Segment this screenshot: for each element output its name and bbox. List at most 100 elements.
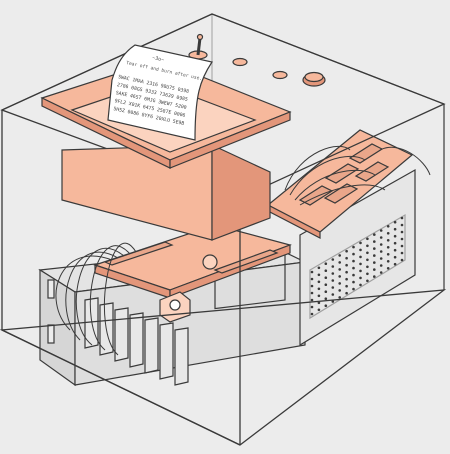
vent-hole	[379, 250, 383, 253]
vent-hole	[317, 294, 321, 298]
vent-hole	[331, 272, 335, 275]
vent-hole	[352, 266, 355, 270]
vent-hole	[400, 216, 404, 220]
vent-hole	[345, 270, 348, 274]
vent-hole	[310, 298, 314, 302]
vent-hole	[324, 290, 328, 294]
vent-hole	[345, 249, 348, 253]
vent-hole	[400, 230, 404, 234]
vent-hole	[324, 304, 328, 308]
vent-hole	[400, 251, 404, 255]
vent-hole	[386, 253, 390, 256]
vent-hole	[338, 289, 342, 292]
vent-hole	[331, 286, 335, 289]
vent-hole	[338, 268, 342, 271]
vent-hole	[338, 275, 342, 278]
vent-hole	[331, 279, 335, 282]
vent-hole	[366, 279, 369, 283]
vent-hole	[379, 243, 383, 246]
vent-hole	[317, 301, 321, 305]
vent-hole	[324, 297, 328, 301]
vent-hole	[386, 232, 390, 235]
vent-hole	[400, 258, 404, 262]
vent-hole	[373, 275, 376, 278]
vent-hole	[366, 272, 369, 276]
vent-hole	[352, 245, 355, 249]
vent-hole	[359, 262, 362, 266]
vent-hole	[324, 269, 328, 273]
vent-hole	[324, 283, 328, 287]
vent-hole	[393, 241, 397, 245]
vent-hole	[379, 229, 383, 232]
receipt-paper: ~3o~ Tear off and burn after use.	[107, 44, 213, 141]
vent-hole	[331, 265, 335, 268]
vent-hole	[310, 270, 314, 274]
push-buttons	[232, 57, 326, 87]
vent-hole	[366, 251, 369, 255]
vent-hole	[317, 280, 321, 284]
vent-hole	[379, 257, 383, 260]
vent-hole	[324, 276, 328, 280]
vent-hole	[393, 255, 397, 259]
vent-hole	[366, 265, 369, 269]
vent-hole	[373, 233, 376, 236]
vent-hole	[310, 305, 314, 309]
vent-hole	[345, 277, 348, 281]
vent-hole	[359, 283, 362, 287]
vent-hole	[366, 258, 369, 262]
vent-hole	[359, 255, 362, 259]
vent-hole	[345, 291, 348, 295]
vent-hole	[338, 261, 342, 264]
vent-hole	[352, 287, 355, 291]
vent-hole	[386, 267, 390, 270]
vent-hole	[379, 271, 383, 274]
vent-hole	[345, 284, 348, 288]
microcontroller-board	[93, 224, 292, 323]
vent-hole	[400, 223, 404, 227]
vent-hole	[310, 284, 314, 288]
vent-hole	[359, 248, 362, 252]
vent-holes	[310, 216, 404, 316]
vent-hole	[393, 234, 397, 238]
vent-hole	[386, 225, 390, 228]
vent-hole	[359, 269, 362, 273]
vent-hole	[310, 291, 314, 295]
receipt-header: ~3o~	[152, 55, 165, 63]
vent-hole	[331, 258, 335, 261]
vent-hole	[338, 254, 342, 257]
vent-hole	[352, 252, 355, 256]
vent-hole	[331, 300, 335, 303]
vent-hole	[366, 237, 369, 241]
vent-hole	[359, 241, 362, 245]
vent-hole	[317, 287, 321, 291]
toggle-switch	[188, 33, 208, 60]
vent-hole	[310, 277, 314, 281]
vent-hole	[317, 266, 321, 270]
ribbon-wires	[284, 145, 431, 206]
vent-hole	[373, 247, 376, 250]
vent-hole	[317, 308, 321, 312]
vent-hole	[393, 227, 397, 231]
vent-hole	[324, 262, 328, 266]
vent-hole	[373, 240, 376, 243]
vent-hole	[400, 244, 404, 248]
vent-hole	[338, 282, 342, 285]
vent-hole	[386, 260, 390, 263]
vent-hole	[317, 273, 321, 277]
vent-hole	[338, 296, 342, 299]
vent-hole	[379, 236, 383, 239]
vent-hole	[345, 256, 348, 260]
vent-hole	[373, 268, 376, 271]
vent-hole	[393, 248, 397, 252]
vent-hole	[331, 293, 335, 296]
vent-hole	[373, 254, 376, 257]
vent-hole	[366, 244, 369, 248]
vent-hole	[352, 280, 355, 284]
vent-hole	[393, 220, 397, 224]
vent-hole	[352, 273, 355, 277]
vent-hole	[386, 239, 390, 242]
vent-hole	[386, 246, 390, 249]
vent-hole	[345, 263, 348, 267]
